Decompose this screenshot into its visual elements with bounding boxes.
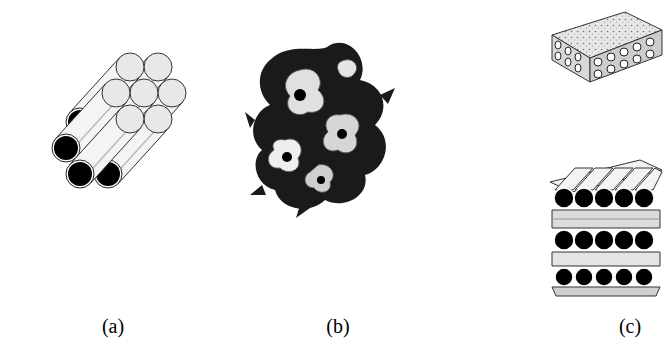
panel-label: (a) (102, 314, 124, 338)
panel-label: (c) (619, 314, 641, 338)
hexagonal-cylinders (52, 53, 186, 188)
lamellar-slab (552, 12, 662, 82)
panel-label: (b) (326, 314, 349, 338)
stacked-cylinders (550, 160, 662, 296)
cubic-network (245, 43, 395, 218)
